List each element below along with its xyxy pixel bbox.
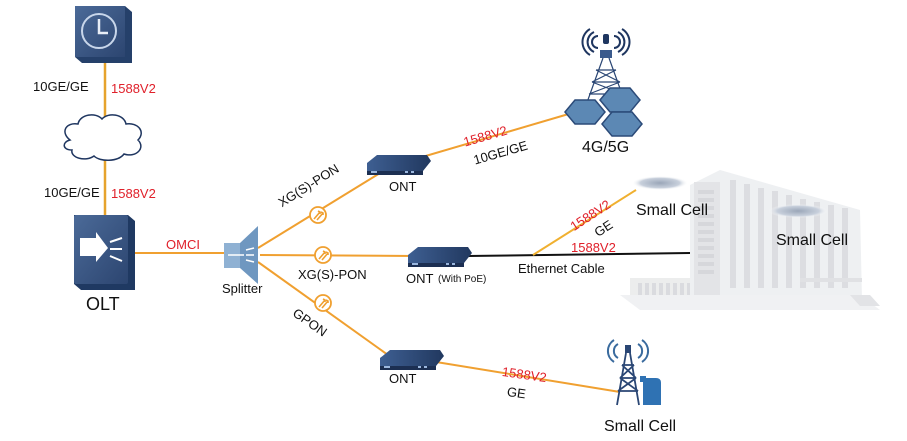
- small-cell-icon[interactable]: [632, 176, 688, 190]
- ont-poe-sublabel: (With PoE): [438, 274, 487, 285]
- link-protocol-label: 1588V2: [111, 81, 156, 96]
- splitter-icon[interactable]: [224, 226, 258, 284]
- link-protocol-label: 1588V2: [571, 240, 616, 255]
- clock-server-icon[interactable]: [75, 6, 132, 63]
- link-poe-small-cell: [532, 189, 637, 256]
- olt-icon[interactable]: [74, 215, 135, 290]
- link-ont-top-tower: [411, 112, 573, 161]
- optical-marker-icon: [314, 246, 332, 264]
- cell-tower-icon[interactable]: [564, 28, 643, 137]
- olt-label: OLT: [86, 294, 120, 314]
- ont-icon[interactable]: [367, 155, 431, 175]
- small-cell-label: Small Cell: [604, 418, 677, 435]
- link-ont-mid-ethernet: [467, 252, 691, 257]
- small-cell-tower-icon[interactable]: [607, 339, 661, 406]
- ont-icon[interactable]: [408, 247, 472, 267]
- ethernet-cable-label: Ethernet Cable: [518, 261, 605, 276]
- ont-label: ONT: [406, 271, 434, 286]
- small-cell-label: Small Cell: [776, 232, 849, 249]
- link-medium-label: XG(S)-PON: [298, 267, 367, 282]
- link-protocol-label: 1588V2: [111, 186, 156, 201]
- link-medium-label: 10GE/GE: [44, 185, 100, 200]
- cloud-icon: [63, 114, 142, 161]
- optical-marker-icon: [314, 294, 332, 312]
- splitter-label: Splitter: [222, 281, 263, 296]
- tower-4g5g-label: 4G/5G: [582, 139, 630, 156]
- link-ont-bottom-small-cell: [429, 360, 621, 393]
- link-splitter-ont-mid: [259, 254, 416, 257]
- link-medium-label: 10GE/GE: [33, 79, 89, 94]
- links: [103, 63, 691, 393]
- small-cell-label: Small Cell: [636, 202, 709, 219]
- small-cell-icon[interactable]: [768, 204, 828, 218]
- office-building-icon: [620, 170, 880, 310]
- ont-label: ONT: [389, 371, 417, 386]
- ont-label: ONT: [389, 179, 417, 194]
- optical-marker-icon: [309, 206, 327, 224]
- link-medium-label: GE: [506, 384, 527, 402]
- omci-label: OMCI: [166, 237, 200, 252]
- ont-icon[interactable]: [380, 350, 444, 370]
